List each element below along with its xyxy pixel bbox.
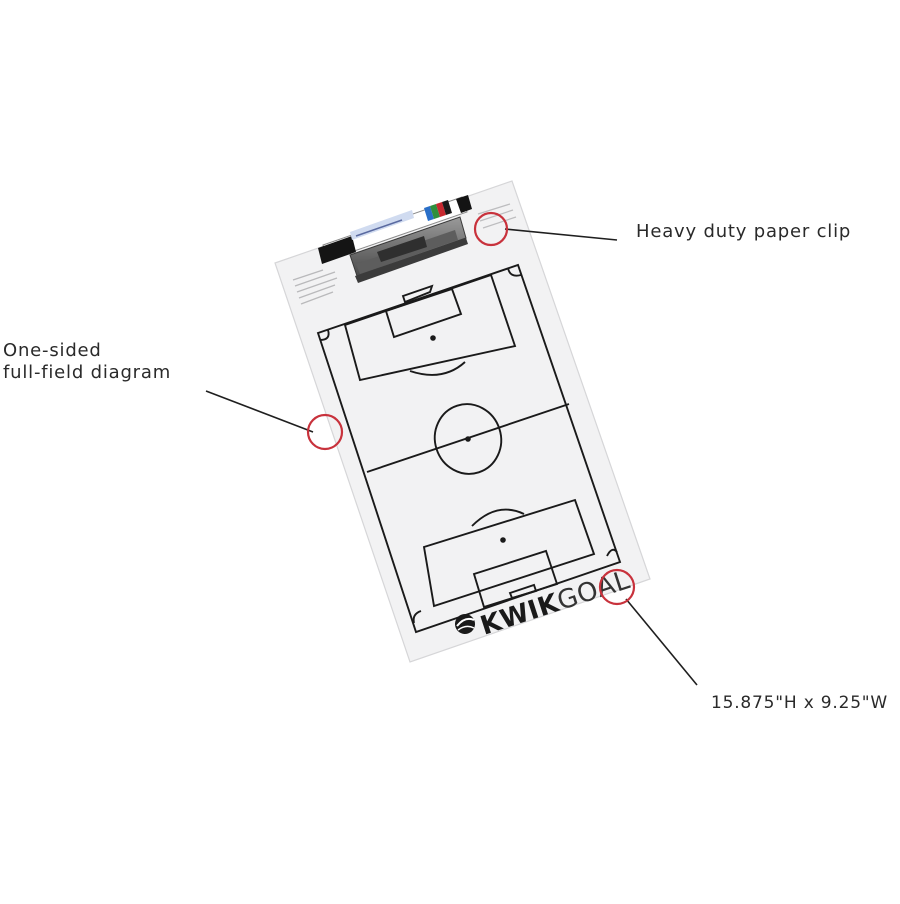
corner-arc-top-left bbox=[319, 329, 330, 341]
callout-paper-clip: Heavy duty paper clip bbox=[636, 221, 852, 242]
dry-erase-marker bbox=[318, 195, 472, 264]
center-circle bbox=[433, 403, 503, 475]
top-goal bbox=[401, 284, 434, 304]
callout-diagram-line2: full-field diagram bbox=[3, 362, 172, 383]
bottom-penalty-arc bbox=[471, 508, 525, 527]
bottom-penalty-spot bbox=[500, 537, 506, 543]
center-spot bbox=[465, 436, 471, 442]
corner-arc-bottom-left bbox=[412, 610, 422, 624]
leader-line-diagram bbox=[205, 390, 314, 433]
bottom-goal-area bbox=[472, 549, 559, 609]
corner-arc-top-right bbox=[507, 267, 522, 277]
leader-line-clip bbox=[504, 228, 618, 241]
callout-diagram: One-sided full-field diagram bbox=[3, 340, 171, 384]
soccer-field-diagram bbox=[316, 263, 622, 634]
top-penalty-arc bbox=[409, 361, 466, 376]
highlight-circle-diagram bbox=[306, 413, 344, 451]
highlight-circle-size bbox=[598, 568, 636, 606]
highlight-circle-clip bbox=[473, 211, 509, 247]
top-penalty-spot bbox=[430, 335, 436, 341]
instruction-text-block bbox=[292, 269, 338, 305]
paper-clip bbox=[349, 216, 468, 283]
corner-arc-bottom-right bbox=[606, 548, 618, 557]
callout-diagram-line1: One-sided bbox=[3, 340, 102, 361]
leader-line-size bbox=[625, 598, 698, 686]
top-goal-area bbox=[384, 287, 463, 339]
bottom-goal bbox=[508, 583, 538, 600]
kwikgoal-ball-icon bbox=[455, 614, 475, 634]
clip-note-text bbox=[477, 203, 517, 229]
bottom-penalty-area bbox=[422, 498, 596, 608]
callout-dimensions: 15.875"H x 9.25"W bbox=[711, 693, 889, 713]
